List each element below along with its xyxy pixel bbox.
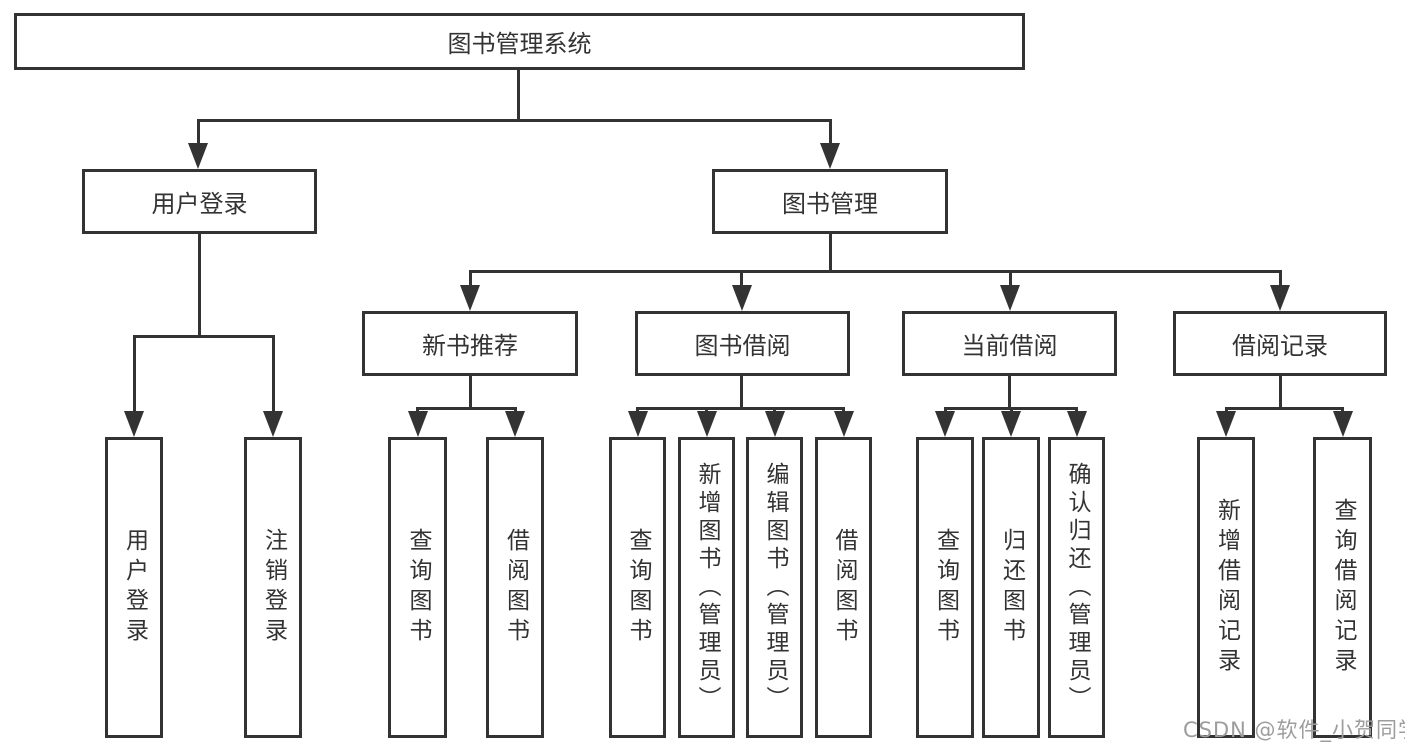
connector-bor-stem: [740, 376, 743, 407]
node-recd-query-record: 查询借阅记录: [1313, 437, 1372, 738]
connector-rec-stem: [469, 376, 472, 407]
arrow-to-user-login: [196, 119, 200, 143]
arrow-to-bor-edit: [773, 407, 776, 411]
node-cur-query-book: 查询图书: [916, 437, 974, 738]
node-book-mgmt-label: 图书管理: [782, 190, 878, 218]
node-cur-query-book-label: 查询图书: [932, 527, 959, 648]
connector-root-hline: [197, 119, 832, 122]
node-rec-query-book: 查询图书: [388, 437, 447, 738]
node-user-login: 用户登录: [82, 169, 317, 234]
node-cur-return-book-label: 归还图书: [998, 527, 1025, 648]
node-bor-borrow-book-label: 借阅图书: [831, 527, 857, 648]
node-bor-add-book: 新增图书（管理员）: [678, 437, 735, 738]
node-current-borrow: 当前借阅: [902, 311, 1117, 376]
node-recd-query-record-label: 查询借阅记录: [1330, 497, 1356, 678]
node-rec-borrow-book-label: 借阅图书: [502, 527, 529, 648]
node-current-borrow-label: 当前借阅: [961, 332, 1058, 360]
arrow-to-recd-add: [1224, 407, 1228, 411]
node-cur-return-book: 归还图书: [982, 437, 1040, 738]
arrow-to-cur-return: [1009, 407, 1013, 411]
connector-cur-stem: [1008, 376, 1011, 407]
node-book-borrow-label: 图书借阅: [694, 332, 791, 360]
node-borrow-records: 借阅记录: [1173, 311, 1387, 376]
node-rec-query-book-label: 查询图书: [405, 527, 431, 648]
node-bor-borrow-book: 借阅图书: [815, 437, 872, 738]
arrow-to-rec-borrow: [513, 407, 517, 411]
node-recd-add-record: 新增借阅记录: [1197, 437, 1255, 738]
node-new-book-rec-label: 新书推荐: [422, 332, 518, 360]
node-root-label: 图书管理系统: [447, 30, 592, 58]
node-bor-edit-book: 编辑图书（管理员）: [746, 437, 803, 738]
node-login-user-label: 用户登录: [121, 527, 148, 648]
arrow-to-book-mgmt: [828, 119, 832, 143]
arrow-to-new-book-rec: [468, 270, 472, 285]
arrow-to-borrow-records: [1278, 270, 1282, 285]
arrow-to-bor-query: [636, 407, 639, 411]
node-rec-borrow-book: 借阅图书: [486, 437, 544, 738]
node-login-logout: 注销登录: [244, 437, 302, 738]
arrow-to-logout: [271, 335, 275, 411]
connector-rec-hline: [416, 407, 517, 410]
node-bor-query-book-label: 查询图书: [625, 527, 651, 648]
arrow-to-current-borrow: [1008, 270, 1012, 285]
node-book-borrow: 图书借阅: [635, 311, 850, 376]
connector-recd-stem: [1279, 376, 1282, 407]
arrow-to-rec-query: [416, 407, 419, 411]
arrow-to-book-borrow: [740, 270, 743, 285]
node-bor-add-book-label: 新增图书（管理员）: [694, 461, 720, 714]
connector-login-hline: [133, 335, 275, 338]
node-user-login-label: 用户登录: [151, 190, 248, 218]
connector-mgmt-stem: [829, 234, 832, 270]
connector-mgmt-hline: [469, 270, 1282, 273]
arrow-to-login-user: [132, 335, 136, 411]
node-recd-add-record-label: 新增借阅记录: [1213, 497, 1240, 678]
csdn-watermark: CSDN @软件_小贺同学: [1183, 718, 1405, 742]
node-bor-edit-book-label: 编辑图书（管理员）: [762, 461, 788, 714]
node-cur-confirm-return: 确认归还（管理员）: [1048, 437, 1105, 738]
arrow-to-cur-query: [943, 407, 947, 411]
node-bor-query-book: 查询图书: [609, 437, 666, 738]
node-book-mgmt: 图书管理: [712, 169, 948, 234]
node-login-user: 用户登录: [105, 437, 163, 738]
connector-root-stem: [517, 70, 520, 119]
arrow-to-cur-confirm: [1075, 407, 1078, 411]
connector-login-stem: [198, 234, 201, 335]
connector-recd-hline: [1225, 407, 1344, 410]
node-root: 图书管理系统: [14, 13, 1025, 70]
arrow-to-bor-add: [705, 407, 708, 411]
arrow-to-bor-borrow: [842, 407, 845, 411]
arrow-to-recd-query: [1341, 407, 1344, 411]
node-cur-confirm-return-label: 确认归还（管理员）: [1064, 461, 1090, 714]
node-login-logout-label: 注销登录: [260, 527, 287, 648]
node-new-book-rec: 新书推荐: [362, 311, 578, 376]
connector-bor-hline: [636, 407, 845, 410]
node-borrow-records-label: 借阅记录: [1232, 332, 1328, 360]
